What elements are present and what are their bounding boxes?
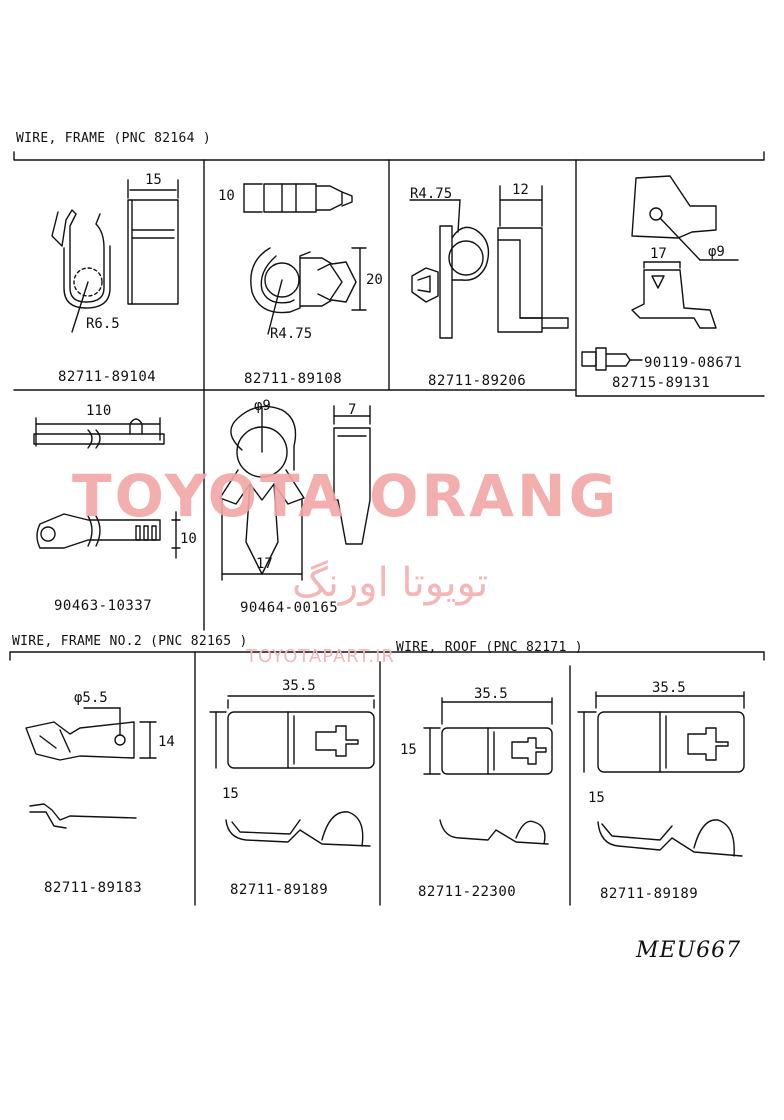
part-number-90119-08671: 90119-08671 bbox=[644, 355, 743, 371]
part-number-82711-22300: 82711-22300 bbox=[418, 884, 517, 900]
dim-part5-length: 110 bbox=[86, 403, 112, 419]
part-82711-89189-a-drawing bbox=[210, 696, 374, 846]
dim-part9-width: 35.5 bbox=[474, 686, 508, 702]
dim-part4-diameter: φ9 bbox=[708, 244, 725, 260]
section-wire-roof: WIRE, ROOF (PNC 82171 ) bbox=[396, 640, 583, 655]
part-82711-89108-drawing bbox=[244, 184, 366, 334]
watermark-persian: تویوتا اورنگ bbox=[292, 560, 489, 606]
section-wire-frame: WIRE, FRAME (PNC 82164 ) bbox=[16, 131, 212, 146]
part-number-82711-89183: 82711-89183 bbox=[44, 880, 143, 896]
part-number-90463-10337: 90463-10337 bbox=[54, 598, 153, 614]
dim-part2-vertical: 20 bbox=[366, 272, 383, 288]
dim-part6-width: 7 bbox=[348, 402, 357, 418]
dim-part8-width: 35.5 bbox=[282, 678, 316, 694]
dim-part6-diameter: φ9 bbox=[254, 398, 271, 414]
frame-grid bbox=[10, 152, 764, 905]
dim-part6-base: 17 bbox=[256, 556, 273, 572]
part-number-82715-89131: 82715-89131 bbox=[612, 375, 711, 391]
drawing-code: MEU667 bbox=[636, 938, 742, 963]
dim-part2-radius: R4.75 bbox=[270, 326, 313, 342]
dim-part4-width: 17 bbox=[650, 246, 667, 262]
part-number-82711-89189-a: 82711-89189 bbox=[230, 882, 329, 898]
dim-part7-diameter: φ5.5 bbox=[74, 690, 108, 706]
part-number-82711-89108: 82711-89108 bbox=[244, 371, 343, 387]
dim-part2-height: 10 bbox=[218, 188, 235, 204]
dim-part1-width: 15 bbox=[145, 172, 162, 188]
dim-part8-height: 15 bbox=[222, 786, 239, 802]
part-82711-89189-b-drawing bbox=[578, 692, 744, 856]
part-82711-89206-drawing bbox=[410, 186, 568, 338]
part-90464-00165-drawing bbox=[220, 406, 370, 580]
dim-part5-height: 10 bbox=[180, 531, 197, 547]
dim-part7-height: 14 bbox=[158, 734, 175, 750]
part-82711-89183-drawing bbox=[26, 708, 156, 828]
part-90463-10337-drawing bbox=[34, 418, 180, 558]
dim-part1-radius: R6.5 bbox=[86, 316, 120, 332]
part-number-82711-89189-b: 82711-89189 bbox=[600, 886, 699, 902]
part-number-82711-89206: 82711-89206 bbox=[428, 373, 527, 389]
dim-part9-height: 15 bbox=[400, 742, 417, 758]
part-82711-89104-drawing bbox=[52, 180, 178, 332]
section-wire-frame-no2: WIRE, FRAME NO.2 (PNC 82165 ) bbox=[12, 634, 248, 649]
part-number-90464-00165: 90464-00165 bbox=[240, 600, 339, 616]
part-82715-89131-drawing bbox=[582, 176, 738, 370]
part-82711-22300-drawing bbox=[424, 698, 552, 844]
part-number-82711-89104: 82711-89104 bbox=[58, 369, 157, 385]
dim-part10-height: 15 bbox=[588, 790, 605, 806]
watermark-brand: TOYOTA ORANG bbox=[72, 462, 620, 530]
dim-part3-width: 12 bbox=[512, 182, 529, 198]
dim-part10-width: 35.5 bbox=[652, 680, 686, 696]
dim-part3-radius: R4.75 bbox=[410, 186, 453, 202]
watermark-url: TOYOTAPART.IR bbox=[246, 646, 395, 667]
